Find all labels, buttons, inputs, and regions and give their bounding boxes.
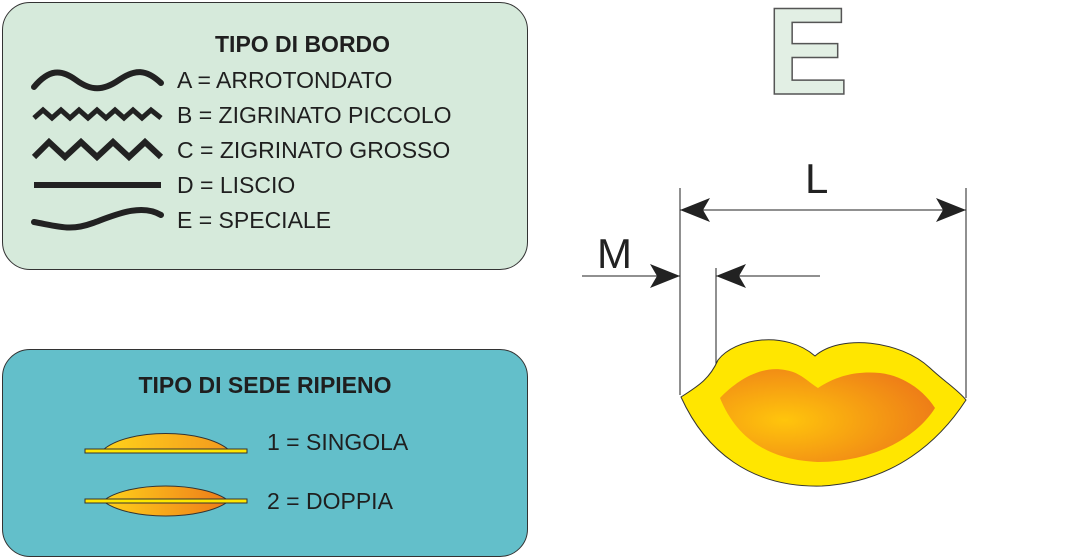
shape-code-letter: E	[765, 0, 849, 121]
edge-item-d: D = LISCIO	[31, 170, 295, 200]
s-curve-icon	[31, 206, 164, 231]
margin-label: M	[597, 230, 632, 277]
seat-item-label: 2 = DOPPIA	[267, 487, 393, 514]
double-seat-icon	[84, 485, 248, 517]
edge-item-a: A = ARROTONDATO	[31, 65, 392, 95]
edge-item-e: E = SPECIALE	[31, 205, 331, 235]
lip-shape-drawing	[582, 188, 967, 487]
wave-smooth-icon	[31, 69, 164, 92]
arrow-m-left-icon	[650, 264, 680, 288]
edge-item-label: E = SPECIALE	[177, 206, 332, 233]
filling-seat-title: TIPO DI SEDE RIPIENO	[138, 372, 392, 398]
edge-item-label: A = ARROTONDATO	[177, 66, 393, 93]
edge-type-title: TIPO DI BORDO	[215, 31, 391, 57]
filling-seat-panel: TIPO DI SEDE RIPIENO 1 = SINGOLA	[2, 349, 528, 557]
lip-inner-shape	[720, 369, 935, 462]
edge-item-c: C = ZIGRINATO GROSSO	[31, 135, 450, 165]
edge-type-panel: TIPO DI BORDO A = ARROTONDATO B = ZIGRIN…	[2, 2, 528, 270]
seat-item-single: 1 = SINGOLA	[83, 422, 408, 462]
seat-item-double: 2 = DOPPIA	[83, 481, 393, 521]
edge-item-b: B = ZIGRINATO PICCOLO	[31, 100, 452, 130]
edge-item-label: C = ZIGRINATO GROSSO	[177, 136, 451, 163]
zigzag-large-icon	[31, 137, 164, 162]
arrow-right-icon	[936, 198, 966, 222]
seat-item-label: 1 = SINGOLA	[267, 428, 409, 455]
single-seat-icon	[84, 433, 248, 454]
arrow-left-icon	[680, 198, 710, 222]
straight-line-icon	[34, 182, 161, 188]
edge-item-label: B = ZIGRINATO PICCOLO	[177, 101, 452, 128]
arrow-m-right-icon	[716, 264, 746, 288]
zigzag-small-icon	[32, 106, 163, 122]
edge-item-label: D = LISCIO	[177, 171, 296, 198]
length-label: L	[805, 155, 829, 202]
